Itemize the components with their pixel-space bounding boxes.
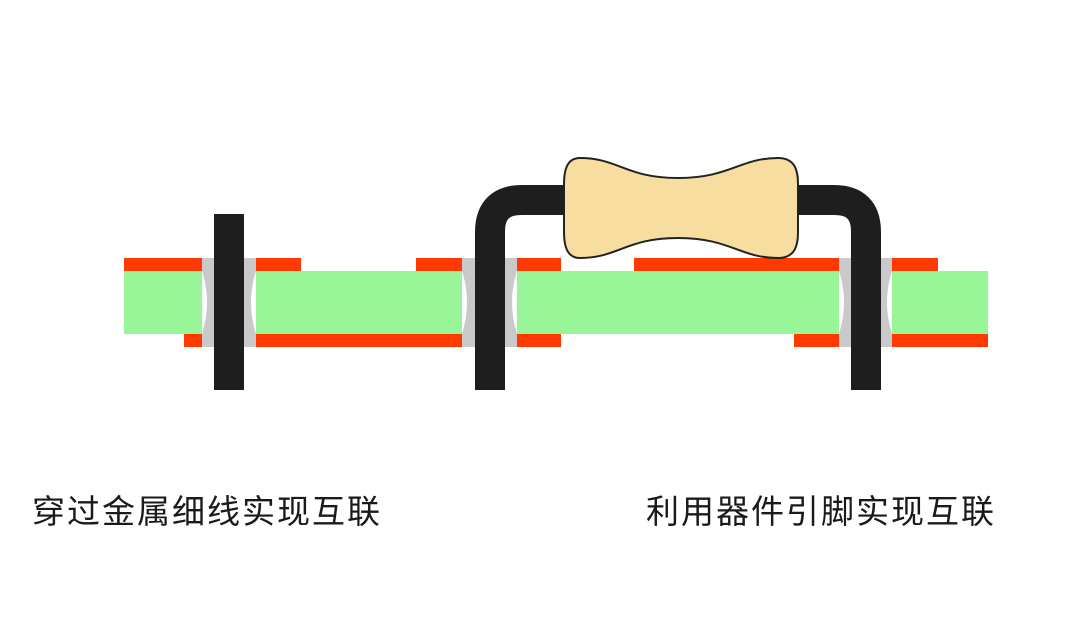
pcb-board xyxy=(124,271,988,334)
copper-top-2 xyxy=(254,258,301,271)
copper-top-6 xyxy=(892,258,938,271)
solder-joint-lead-left xyxy=(462,258,477,347)
solder-joint-lead-left xyxy=(502,258,517,347)
caption-component-lead: 利用器件引脚实现互联 xyxy=(646,492,996,531)
caption-metal-wire: 穿过金属细线实现互联 xyxy=(32,492,382,531)
copper-bottom-5 xyxy=(892,334,988,347)
board-segment-4 xyxy=(892,271,988,334)
solder-joint-lead-right xyxy=(878,258,892,347)
board-segment-3 xyxy=(517,271,839,334)
solder-joints xyxy=(202,258,892,347)
component-lead-left xyxy=(475,185,566,390)
copper-top-4 xyxy=(517,258,561,271)
solder-joint-lead-right xyxy=(839,258,853,347)
component-lead-right xyxy=(790,185,881,390)
copper-bottom-4 xyxy=(794,334,839,347)
board-segment-2 xyxy=(256,271,462,334)
solder-joint-wire xyxy=(244,258,256,347)
solder-joint-wire xyxy=(202,258,214,347)
copper-bottom-3 xyxy=(517,334,561,347)
copper-top-3 xyxy=(416,258,462,271)
copper-top-5 xyxy=(634,258,839,271)
copper-top-1 xyxy=(124,258,204,271)
copper-bottom-1 xyxy=(184,334,204,347)
metal-wire xyxy=(214,214,244,390)
copper-layers xyxy=(124,258,988,347)
board-segment-1 xyxy=(124,271,202,334)
component-body xyxy=(563,156,799,260)
copper-bottom-2 xyxy=(254,334,462,347)
